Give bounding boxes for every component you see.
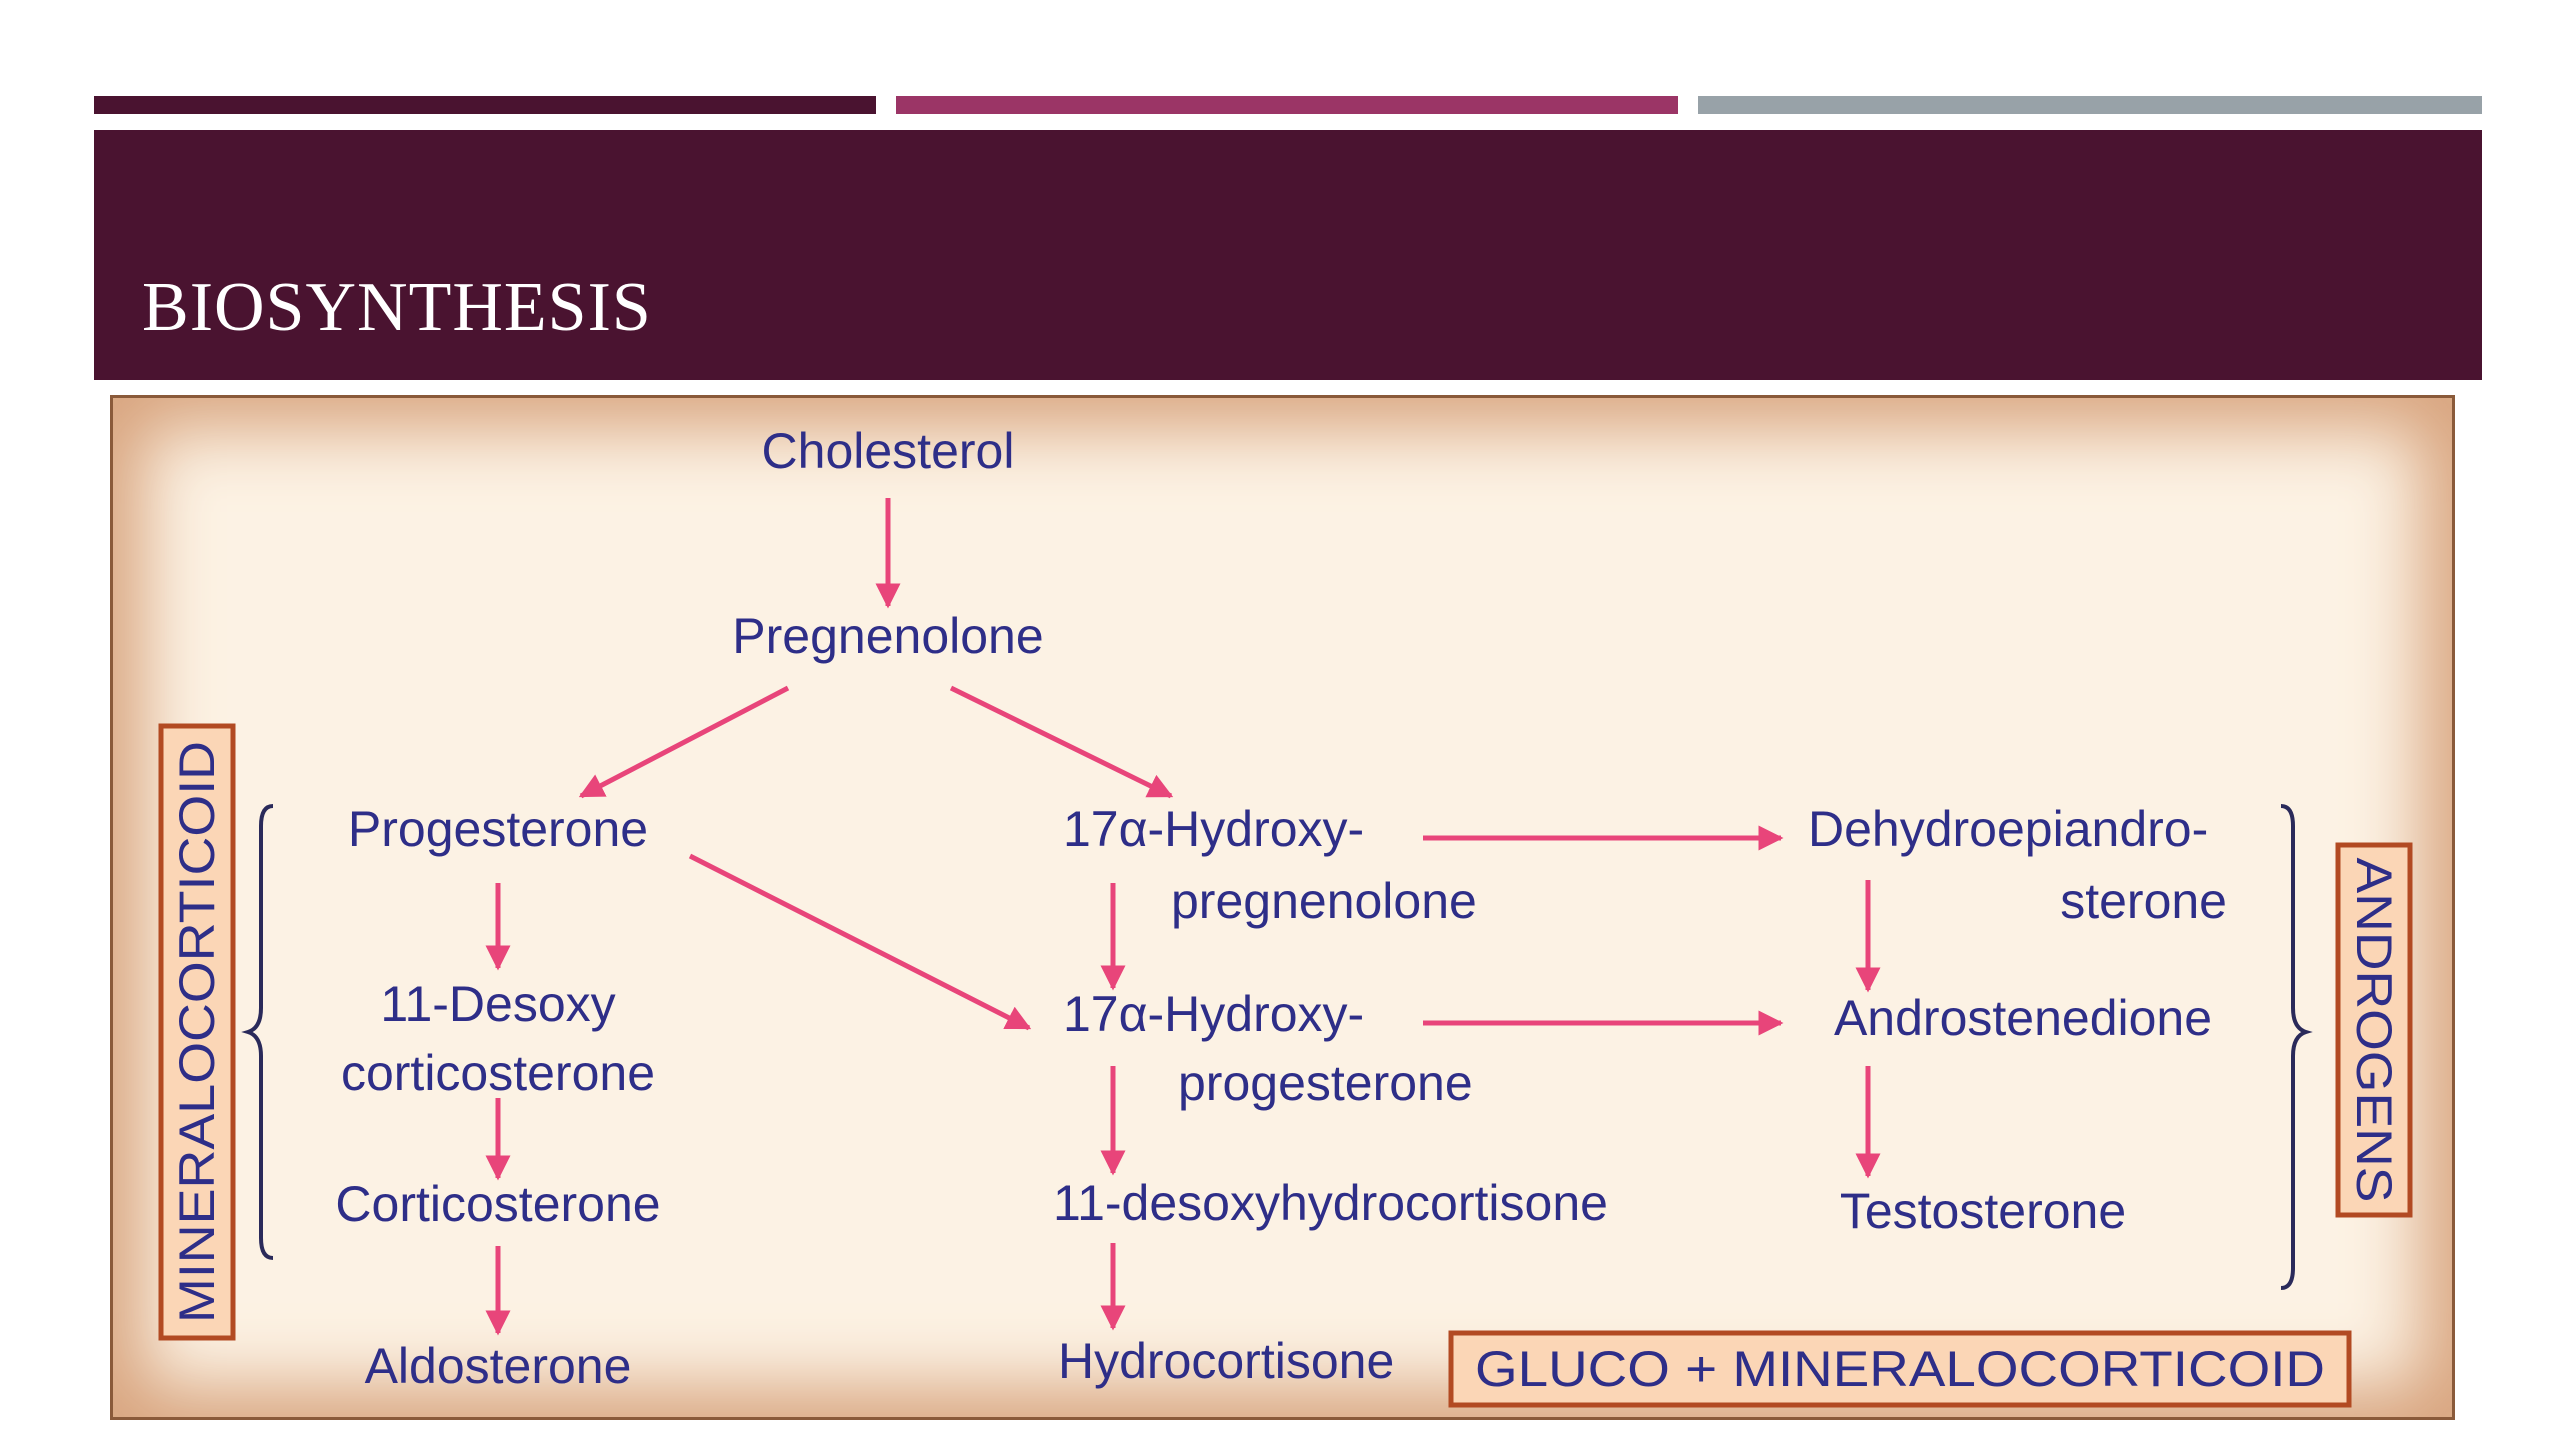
pathway-canvas: MINERALOCORTICOID ANDROGENS GLUCO + MINE… [158,423,2413,1408]
node-17a-hydroxypregnenolone-line2: pregnenolone [1171,873,1477,929]
node-hydrocortisone: Hydrocortisone [1058,1333,1394,1389]
node-17a-hydroxyprogesterone-line1: 17α-Hydroxy- [1063,986,1364,1042]
pathway-nodes: Cholesterol Pregnenolone Progesterone 17… [335,423,2227,1394]
node-dhea-line2: sterone [2060,873,2227,929]
gluco-mineralocorticoid-label-box: GLUCO + MINERALOCORTICOID [1448,1330,2352,1408]
node-17a-hydroxyprogesterone-line2: progesterone [1178,1055,1473,1111]
node-corticosterone: Corticosterone [335,1176,660,1232]
diagram-background [113,398,2452,1417]
mineralocorticoid-label-box: MINERALOCORTICOID [158,723,236,1341]
androgens-label-box: ANDROGENS [2335,842,2413,1218]
biosynthesis-diagram: MINERALOCORTICOID ANDROGENS GLUCO + MINE… [110,395,2455,1420]
arrow-pregnenolone-to-progesterone [578,685,790,799]
node-progesterone: Progesterone [348,801,648,857]
left-brace [241,804,274,1260]
gluco-mineralocorticoid-label: GLUCO + MINERALOCORTICOID [1475,1341,2325,1397]
androgens-label: ANDROGENS [2346,858,2402,1203]
node-testosterone: Testosterone [1840,1183,2126,1239]
mineralocorticoid-label: MINERALOCORTICOID [169,741,225,1323]
title-band [94,130,2482,380]
node-17a-hydroxypregnenolone-line1: 17α-Hydroxy- [1063,801,1364,857]
slide-title: BIOSYNTHESIS [142,269,652,346]
accent-bar-gray [1698,96,2482,114]
node-pregnenolone: Pregnenolone [732,608,1043,664]
node-androstenedione: Androstenedione [1834,990,2212,1046]
node-dhea-line1: Dehydroepiandro- [1808,801,2208,857]
node-desoxycorticosterone-line1: 11-Desoxy [380,976,615,1032]
accent-bar-dark [94,96,876,114]
node-desoxycorticosterone-line2: corticosterone [341,1045,655,1101]
pathway-arrows [485,498,1881,1336]
node-cholesterol: Cholesterol [762,423,1015,479]
right-brace [2280,804,2313,1290]
arrow-pregnenolone-to-17a-hydroxypregnenolone [949,685,1174,799]
accent-bar-magenta [896,96,1678,114]
arrow-progesterone-to-17a-hydroxyprogesterone [688,853,1032,1031]
node-aldosterone: Aldosterone [365,1338,632,1394]
node-11-desoxyhydrocortisone: 11-desoxyhydrocortisone [1053,1175,1608,1231]
